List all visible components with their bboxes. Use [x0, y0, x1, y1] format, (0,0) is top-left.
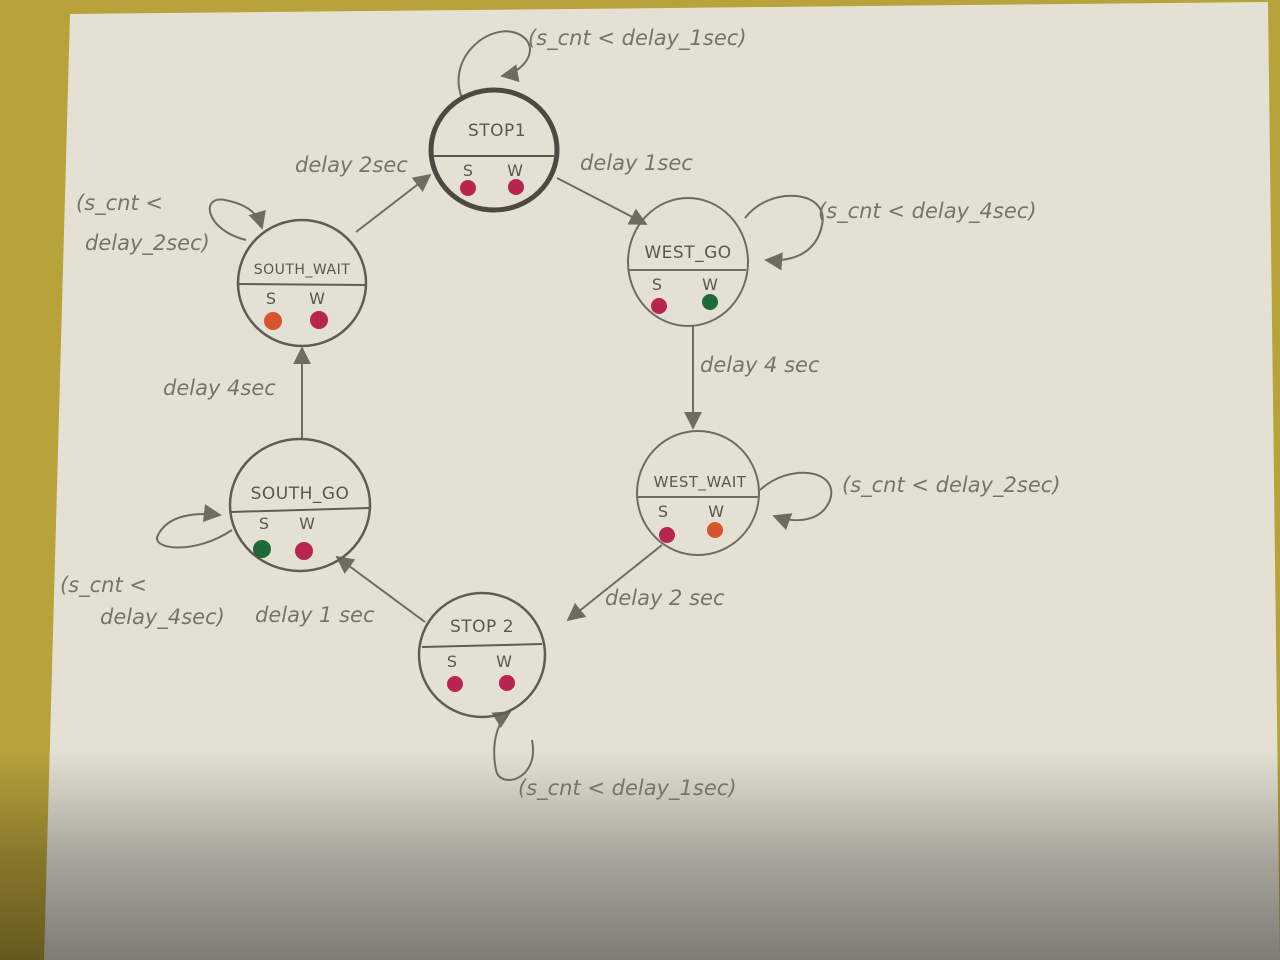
state-name: WEST_WAIT [654, 473, 747, 492]
state-name: SOUTH_WAIT [254, 262, 351, 278]
state-west-go: WEST_GO S W [627, 197, 749, 327]
west-light [295, 542, 313, 560]
west-light-label: W [496, 652, 512, 671]
south-light-label: S [447, 652, 457, 671]
south-light-label: S [652, 275, 662, 294]
transition-labels: delay 1sec delay 4 sec delay 2 sec delay… [163, 151, 820, 627]
edge-south-wait-stop1 [355, 173, 432, 233]
loop-label-south-wait-line2: delay_2sec) [85, 231, 210, 256]
self-loop-arrows [156, 30, 833, 781]
loop-south-go [156, 504, 233, 549]
south-light [264, 312, 282, 330]
edge-label-south-wait-stop1: delay 2sec [295, 153, 408, 177]
south-light-label: S [658, 502, 668, 521]
west-light [310, 311, 328, 329]
south-light-label: S [463, 161, 473, 180]
west-light [499, 675, 515, 691]
loop-label-stop2: (s_cnt < delay_1sec) [518, 776, 737, 801]
edge-label-south-go-south-wait: delay 4sec [163, 376, 276, 400]
edge-west-wait-stop2 [566, 544, 663, 622]
state-name: STOP1 [468, 121, 526, 141]
loop-label-south-wait-line1: (s_cnt < [76, 191, 163, 216]
self-loop-labels: (s_cnt < delay_1sec) (s_cnt < delay_4sec… [60, 26, 1061, 801]
edge-label-west-go-west-wait: delay 4 sec [700, 353, 820, 377]
west-light [508, 179, 524, 195]
loop-label-south-go-line2: delay_4sec) [100, 605, 225, 630]
edge-label-stop1-west-go: delay 1sec [580, 151, 693, 175]
edge-label-stop2-south-go: delay 1 sec [255, 603, 375, 627]
loop-label-stop1: (s_cnt < delay_1sec) [528, 26, 747, 51]
loop-label-south-go-line1: (s_cnt < [60, 573, 147, 598]
state-south-wait: SOUTH_WAIT S W [236, 218, 368, 348]
state-name: SOUTH_GO [251, 484, 350, 504]
loop-west-go [744, 194, 824, 271]
south-light [253, 540, 271, 558]
state-stop1: STOP1 S W [428, 87, 560, 213]
west-light [702, 294, 718, 310]
edge-stop2-south-go [335, 555, 426, 623]
loop-stop2 [491, 711, 535, 781]
loop-label-west-wait: (s_cnt < delay_2sec) [842, 473, 1061, 498]
south-light [447, 676, 463, 692]
west-light-label: W [299, 514, 315, 533]
west-light-label: W [309, 289, 325, 308]
state-west-wait: WEST_WAIT S W [636, 430, 760, 556]
south-light [460, 180, 476, 196]
edge-label-west-wait-stop2: delay 2 sec [605, 586, 725, 610]
south-light [659, 527, 675, 543]
transition-arrows [293, 173, 702, 623]
south-light-label: S [259, 514, 269, 533]
state-name: WEST_GO [644, 243, 731, 263]
loop-stop1 [457, 30, 531, 99]
south-light [651, 298, 667, 314]
west-light-label: W [507, 161, 523, 180]
loop-west-wait [759, 471, 833, 531]
loop-label-west-go: (s_cnt < delay_4sec) [818, 199, 1037, 224]
west-light-label: W [708, 502, 724, 521]
state-name: STOP 2 [450, 617, 514, 637]
loop-south-wait [208, 198, 266, 241]
west-light-label: W [702, 275, 718, 294]
state-south-go: SOUTH_GO S W [228, 437, 372, 573]
south-light-label: S [266, 289, 276, 308]
edge-stop1-west-go [556, 177, 648, 225]
west-light [707, 522, 723, 538]
state-stop2: STOP 2 S W [417, 591, 547, 719]
